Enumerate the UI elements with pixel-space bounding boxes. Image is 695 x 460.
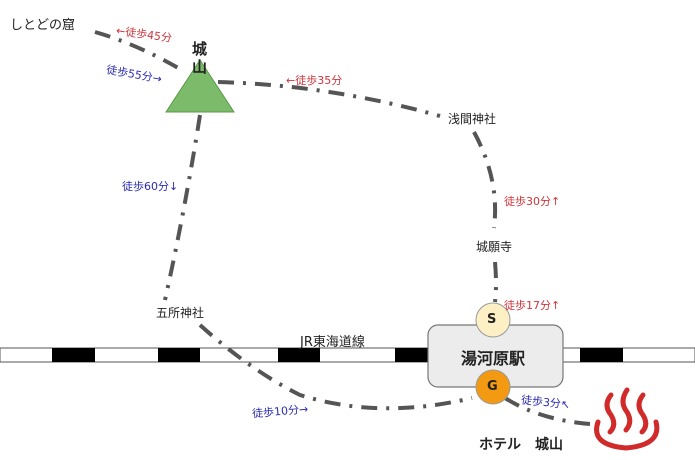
trail-joganji-station: [493, 261, 498, 303]
start-label: S: [487, 312, 497, 327]
station-label: 湯河原駅: [461, 349, 526, 368]
trail-gosho-station: [198, 323, 473, 411]
trail-asama-joganji: [472, 131, 498, 229]
railway-label: JR東海道線: [300, 335, 365, 350]
place-shitodo: しとどの窟: [10, 18, 76, 33]
trail-shiroyama-gosho: [163, 114, 202, 301]
walk-time-60: 徒歩60分↓: [122, 180, 179, 193]
hotel-label: ホテル 城山: [479, 437, 563, 453]
trail-shiroyama-asama: [217, 80, 441, 118]
walk-time-17: 徒歩17分↑: [504, 299, 561, 312]
walk-time-30: 徒歩30分↑: [504, 195, 561, 208]
walk-time-35: ←徒歩35分: [286, 74, 343, 87]
goal-marker: [475, 369, 511, 405]
place-gosho: 五所神社: [156, 306, 205, 320]
place-shiroyama-mountain: 城山: [192, 40, 208, 76]
goal-label: G: [487, 379, 498, 394]
start-marker: [475, 302, 511, 338]
place-joganji: 城願寺: [476, 240, 513, 254]
railway-line: [0, 347, 695, 363]
place-asama: 浅間神社: [448, 112, 497, 126]
trail-paths: [94, 30, 591, 426]
trail-shitodo-shiroyama: [94, 30, 187, 74]
hot-spring-icon: [594, 387, 660, 451]
mountain-icon: [165, 59, 235, 113]
trail-station-hotel: [503, 396, 591, 426]
